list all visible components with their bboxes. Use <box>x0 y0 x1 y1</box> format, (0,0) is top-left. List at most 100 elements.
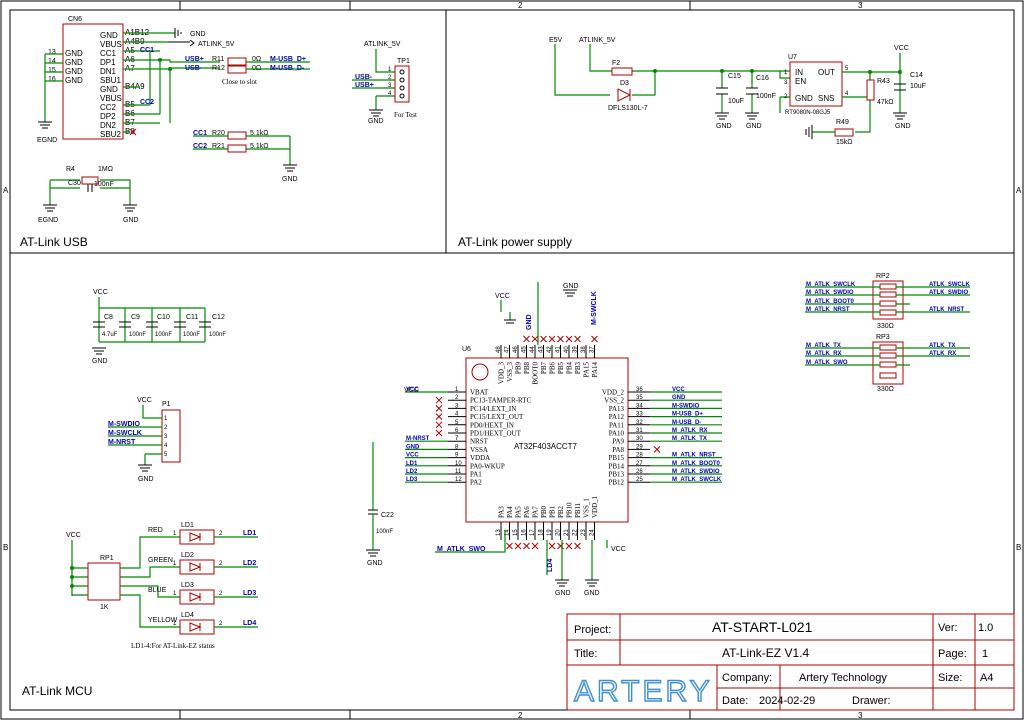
u6-left-pin-num: 9 <box>455 453 459 459</box>
vcc-label-caps: VCC <box>93 289 108 296</box>
cn6-left-pin-0: 13 <box>48 49 56 56</box>
u6-bottom-pin-num: 17 <box>530 529 536 536</box>
u6-top-pin-name: PA15 <box>583 362 591 378</box>
led-pin-2: 2 <box>219 621 223 627</box>
u6-top-pin-num: 42 <box>547 346 553 353</box>
tp1-pin-1: 1 <box>388 67 392 73</box>
cn6-left-name-3: GND <box>65 76 83 85</box>
p1-pin-5: 5 <box>164 452 168 458</box>
u6-left-pin-num: 3 <box>455 403 459 409</box>
decoupling-caps: C8 4.7uF C9 100nF C10 100nF C11 100nF C1… <box>93 314 226 338</box>
r21-value: 5.1kΩ <box>250 143 268 150</box>
u6-bottom-pins: 13PA314PA415PA516PA617PA718PB019PB120PB2… <box>496 495 599 550</box>
cn6-pin-name-2: CC1 <box>100 49 117 58</box>
u6-top-pins: 48VDD_347VSS_346PB945PB844BOOT043PB742PB… <box>496 335 599 385</box>
cn6-pin-name-11: SBU2 <box>100 130 121 139</box>
u6-left-pin-num: 5 <box>455 420 459 426</box>
egnd-label-2: EGND <box>38 217 58 224</box>
d3-ref: D3 <box>620 80 629 87</box>
led-pin-2: 2 <box>219 561 223 567</box>
egnd-symbol-2 <box>43 204 57 212</box>
net-usb-p-1: USB+ <box>185 56 204 63</box>
tp1-header <box>394 65 410 103</box>
cn6-pin-name-1: VBUS <box>100 40 122 49</box>
row-label-a-left: A <box>3 186 9 195</box>
u7-pin-num-5: 5 <box>845 66 849 72</box>
rp3-left-1: M_ATLK_RX <box>806 351 842 357</box>
u6-left-pin-net: VCC <box>406 387 419 393</box>
u6-right-pin-num: 28 <box>636 453 643 459</box>
led-diode-icon <box>189 562 202 572</box>
c22-value: 100nF <box>376 529 393 535</box>
u6-right-pin-name: VSS_2 <box>604 397 624 405</box>
led-net: LD2 <box>243 560 256 567</box>
p1-pin-4: 4 <box>164 443 168 449</box>
u6-left-pin-num: 8 <box>455 444 459 450</box>
u6-right-pin-net: M_ATLK_SWCLK <box>672 477 722 483</box>
egnd-symbol-1 <box>38 121 52 129</box>
for-test-note: For Test <box>394 111 417 119</box>
c16-ref: C16 <box>756 75 769 82</box>
u6-left-pin-name: VDDA <box>470 454 490 462</box>
u6-top-pin-name: PB7 <box>540 362 548 375</box>
c30-value: 100nF <box>94 181 114 188</box>
drawer-label: Drawer: <box>852 695 891 707</box>
no-connect-sbu2 <box>129 128 137 136</box>
u7-pin-out: OUT <box>818 68 835 77</box>
rp2-left-1: M_ATLK_SWDIO <box>806 290 854 296</box>
u6-top-pin-name: PA14 <box>591 362 599 378</box>
r12-resistor <box>227 65 247 74</box>
r11-value: 0Ω <box>252 56 261 63</box>
net-cc2-usb: CC2 <box>140 99 154 106</box>
cn6-pin-name-7: VBUS <box>100 94 122 103</box>
u6-left-pin-name: NRST <box>470 438 489 446</box>
tp1-pin-3: 3 <box>388 83 392 89</box>
cn6-pin-9: B8 <box>125 127 135 136</box>
r21-ref: R21 <box>212 143 225 150</box>
rp2-right-0: ATLK_SWCLK <box>929 282 971 288</box>
u6-right-pin-name: PA12 <box>609 413 625 421</box>
cn6-pin-name-9: DP2 <box>100 112 116 121</box>
section-title-usb: AT-Link USB <box>20 235 88 249</box>
r49-value: 15kΩ <box>836 139 853 146</box>
p1-pin-2: 2 <box>164 425 168 431</box>
c12-ref: C12 <box>212 314 225 321</box>
date-value: 2024-02-29 <box>759 695 815 707</box>
u6-bottom-pin-name: PA4 <box>506 506 514 518</box>
u6-mcu <box>465 357 629 523</box>
u6-left-pin-name: PA1 <box>470 471 482 479</box>
cn6-pin-name-0: GND <box>100 31 118 40</box>
u6-bottom-pin-name: PA7 <box>532 506 540 518</box>
gnd-symbol-r4 <box>123 204 137 212</box>
rp2-left-0: M_ATLK_SWCLK <box>806 282 856 288</box>
cn6-left-pin-2: 15 <box>48 67 56 74</box>
u6-top-pin-name: BOOT0 <box>532 362 540 385</box>
u6-left-pin-name: PC13-TAMPER-RTC <box>470 397 532 405</box>
vcc-label-u6-bottom: VCC <box>611 546 626 553</box>
u6-bottom-pin-num: 23 <box>581 529 587 536</box>
u6-right-pin-num: 36 <box>636 387 643 393</box>
gnd-label-r4: GND <box>123 217 139 224</box>
cn6-left-name-1: GND <box>65 58 83 67</box>
ver-value: 1.0 <box>978 622 993 634</box>
led-diode-icon <box>189 622 202 632</box>
c12-value: 100nF <box>209 332 226 338</box>
p1-ref: P1 <box>162 401 171 408</box>
u6-top-pin-num: 37 <box>590 346 596 353</box>
r11-resistor <box>227 57 247 66</box>
u7-pin-gnd: GND <box>795 94 813 103</box>
p1-net-swdio: M-SWDIO <box>108 421 140 428</box>
u6-bottom-pin-num: 16 <box>522 529 528 536</box>
vcc-label-p1: VCC <box>137 397 152 404</box>
rp1-ref: RP1 <box>100 555 114 562</box>
r43-value: 47kΩ <box>877 99 894 106</box>
vcc-label-rp1: VCC <box>66 532 81 539</box>
u6-left-pin-name: PD0/HEXT_IN <box>470 421 514 429</box>
u6-right-pin-net: M_ATLK_NRST <box>672 453 716 459</box>
u6-top-pin-num: 41 <box>556 346 562 353</box>
u6-left-pin-num: 6 <box>455 428 459 434</box>
u6-left-pin-num: 12 <box>455 477 462 483</box>
led-pin-1: 1 <box>173 561 177 567</box>
